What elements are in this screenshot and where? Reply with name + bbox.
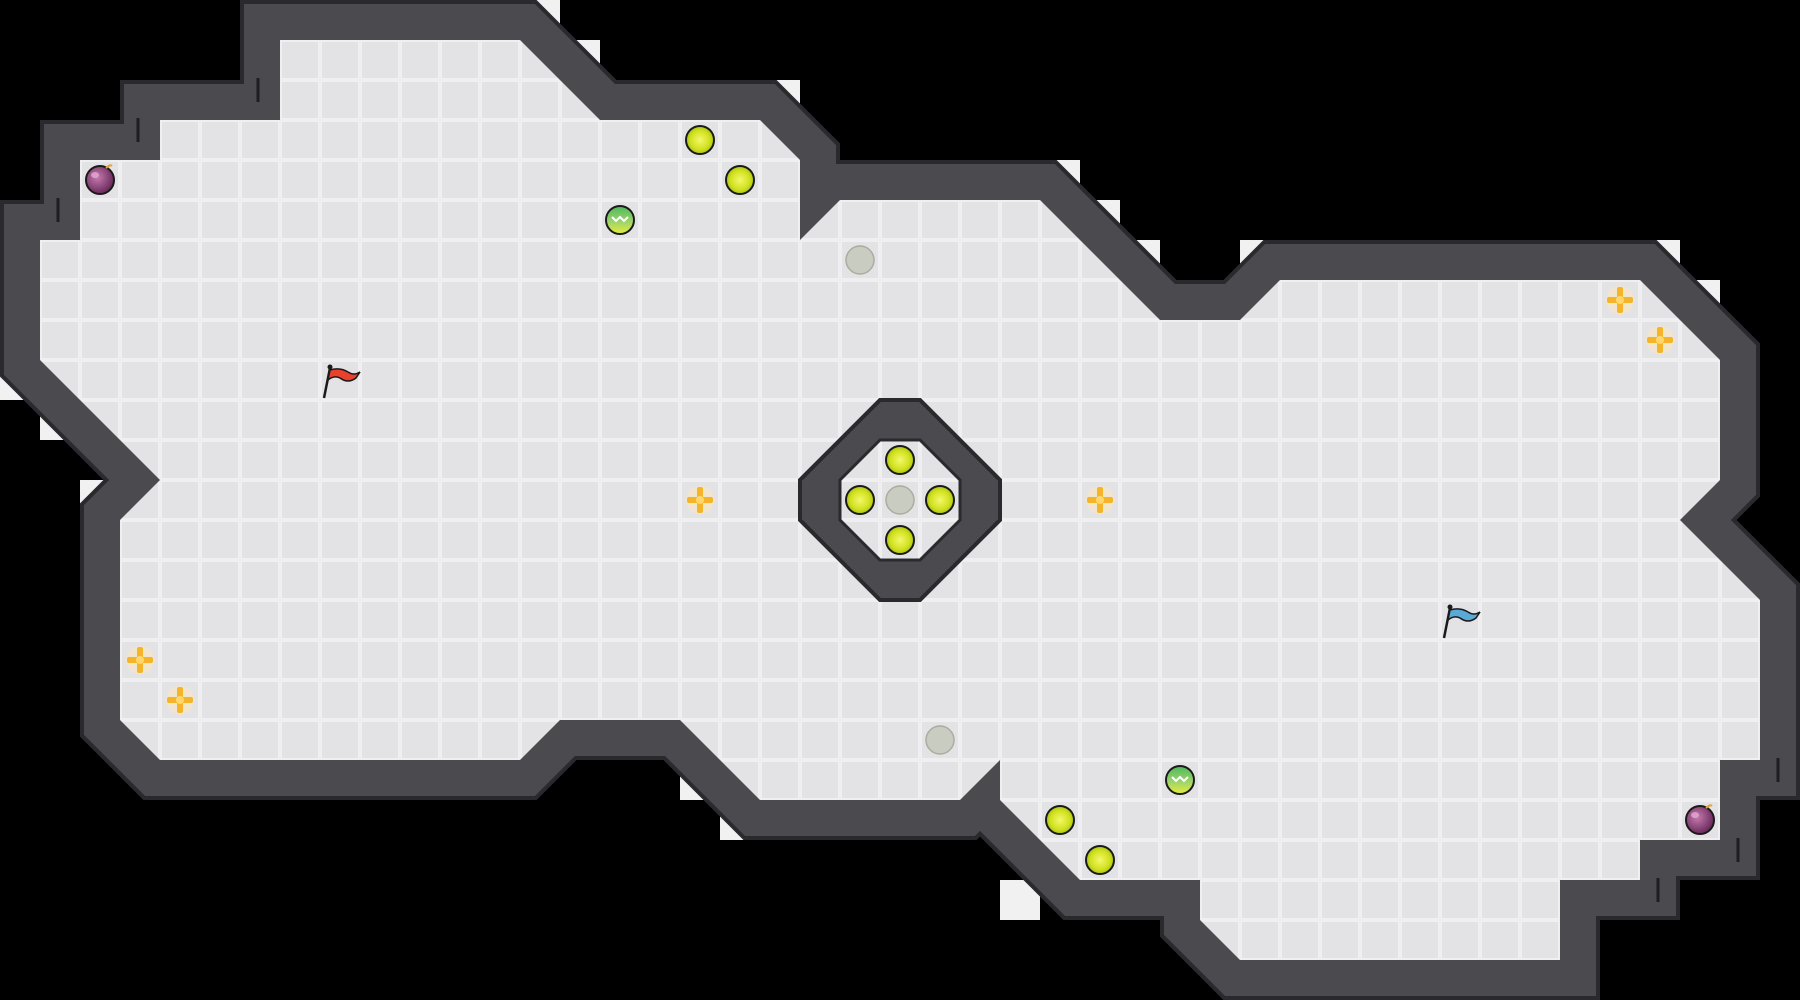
powerup-icon bbox=[166, 686, 194, 714]
speed-boost-icon bbox=[885, 525, 915, 555]
blue-flag-icon bbox=[1442, 604, 1481, 639]
inactive-layer bbox=[845, 245, 955, 755]
speed-boost-icon bbox=[925, 485, 955, 515]
bomb-icon bbox=[1685, 804, 1715, 835]
inactive-boost-icon bbox=[845, 245, 875, 275]
speed-boost-icon bbox=[1045, 805, 1075, 835]
powerup-icon bbox=[1086, 486, 1114, 514]
jukejuice-layer bbox=[605, 205, 1195, 795]
boosts-layer bbox=[685, 125, 1115, 875]
inactive-boost-icon bbox=[925, 725, 955, 755]
speed-boost-icon bbox=[845, 485, 875, 515]
red-flag-icon bbox=[322, 364, 361, 399]
speed-boost-icon bbox=[1085, 845, 1115, 875]
powerup-icon bbox=[1646, 326, 1674, 354]
speed-boost-icon bbox=[725, 165, 755, 195]
speed-boost-icon bbox=[885, 445, 915, 475]
inactive-boost-icon bbox=[885, 485, 915, 515]
powerup-icon bbox=[686, 486, 714, 514]
bomb-icon bbox=[85, 164, 115, 195]
powerup-icon bbox=[126, 646, 154, 674]
flags-layer bbox=[322, 364, 1481, 639]
jukejuice-icon bbox=[1165, 765, 1195, 795]
bombs-layer bbox=[85, 164, 1715, 835]
speed-boost-icon bbox=[685, 125, 715, 155]
jukejuice-icon bbox=[605, 205, 635, 235]
wall-details bbox=[56, 78, 1780, 902]
powerups-layer bbox=[126, 286, 1674, 714]
powerup-icon bbox=[1606, 286, 1634, 314]
